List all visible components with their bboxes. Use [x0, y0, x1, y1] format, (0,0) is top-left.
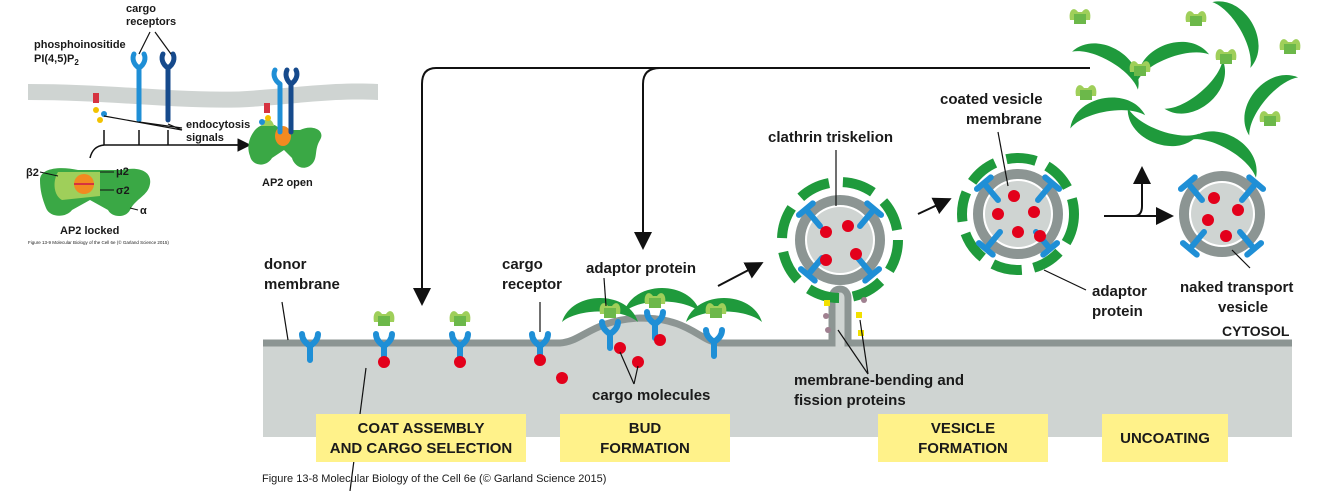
coated-vesicle — [957, 153, 1079, 275]
stage-coat-1: COAT ASSEMBLY — [358, 420, 485, 437]
arrow-uncoat-up — [1104, 166, 1151, 217]
inset-panel: phosphoinositide PI(4,5)P2 cargo recepto… — [26, 3, 378, 245]
inset-caption: Figure 13-9 Molecular Biology of the Cel… — [28, 239, 169, 245]
stage-vesicle-1: VESICLE — [931, 420, 995, 437]
label-coated-vesicle-1: coated vesicle — [940, 91, 1043, 108]
label-alpha: α — [140, 205, 147, 217]
stage-box-bud — [560, 414, 730, 462]
label-naked-2: vesicle — [1218, 299, 1268, 316]
stage-box-uncoating — [1102, 414, 1228, 462]
stage1-receptors — [302, 311, 568, 384]
label-adaptor-2-1: adaptor — [1092, 283, 1147, 300]
arrow-bud-to-vesicle — [717, 262, 764, 287]
label-bending-1: membrane-bending and — [794, 372, 964, 389]
label-adaptor-2-2: protein — [1092, 303, 1143, 320]
label-sigma2: σ2 — [116, 185, 130, 197]
inset-receptor-dark — [159, 51, 177, 123]
donor-membrane — [263, 285, 1292, 347]
bud-formation — [562, 288, 762, 368]
stage-uncoating: UNCOATING — [1120, 430, 1210, 447]
label-ap2-open: AP2 open — [262, 177, 313, 189]
stage-coat-2: AND CARGO SELECTION — [330, 440, 513, 457]
label-ap2-locked: AP2 locked — [60, 225, 119, 237]
label-cargo-receptor-1: cargo — [502, 256, 543, 273]
inset-receptor-light — [130, 51, 148, 123]
budding-vesicle — [777, 177, 903, 336]
label-beta2: β2 — [26, 167, 39, 179]
label-pip2: PI(4,5)P2 — [34, 53, 79, 67]
stage-bud-1: BUD — [629, 420, 662, 437]
label-cargo-receptor-2: receptor — [502, 276, 562, 293]
lumen-background — [263, 292, 1292, 437]
label-bending-2: fission proteins — [794, 392, 906, 409]
label-coated-vesicle-2: membrane — [966, 111, 1042, 128]
label-cytosol: CYTOSOL — [1222, 323, 1290, 339]
label-clathrin-triskelion: clathrin triskelion — [768, 129, 893, 146]
stage-box-coat — [316, 414, 526, 462]
recycle-arrow-1 — [413, 67, 1090, 306]
figure-caption: Figure 13-8 Molecular Biology of the Cel… — [262, 473, 606, 485]
stage-box-vesicle — [878, 414, 1048, 462]
label-naked-1: naked transport — [1180, 279, 1293, 296]
label-mu2: μ2 — [116, 166, 129, 178]
recycle-arrow-2 — [634, 67, 661, 250]
stage-vesicle-2: FORMATION — [918, 440, 1008, 457]
label-phosphoinositide: phosphoinositide — [34, 39, 126, 51]
released-clathrin — [1066, 0, 1301, 178]
inset-membrane — [28, 83, 378, 108]
label-endocytosis-1: endocytosis — [186, 119, 250, 131]
ap2-locked-shape — [40, 168, 151, 216]
ap2-open-shape — [248, 67, 322, 168]
label-cargo-receptors-1: cargo — [126, 3, 156, 15]
label-donor-2: membrane — [264, 276, 340, 293]
label-endocytosis-2: signals — [186, 132, 224, 144]
label-adaptor-protein: adaptor protein — [586, 260, 696, 277]
naked-vesicle — [1181, 171, 1263, 255]
stage-bud-2: FORMATION — [600, 440, 690, 457]
label-donor-1: donor — [264, 256, 307, 273]
label-cargo-receptors-2: receptors — [126, 16, 176, 28]
label-cargo-molecules: cargo molecules — [592, 387, 710, 404]
pip2-marker — [93, 93, 99, 103]
arrow-to-coated — [917, 197, 952, 215]
